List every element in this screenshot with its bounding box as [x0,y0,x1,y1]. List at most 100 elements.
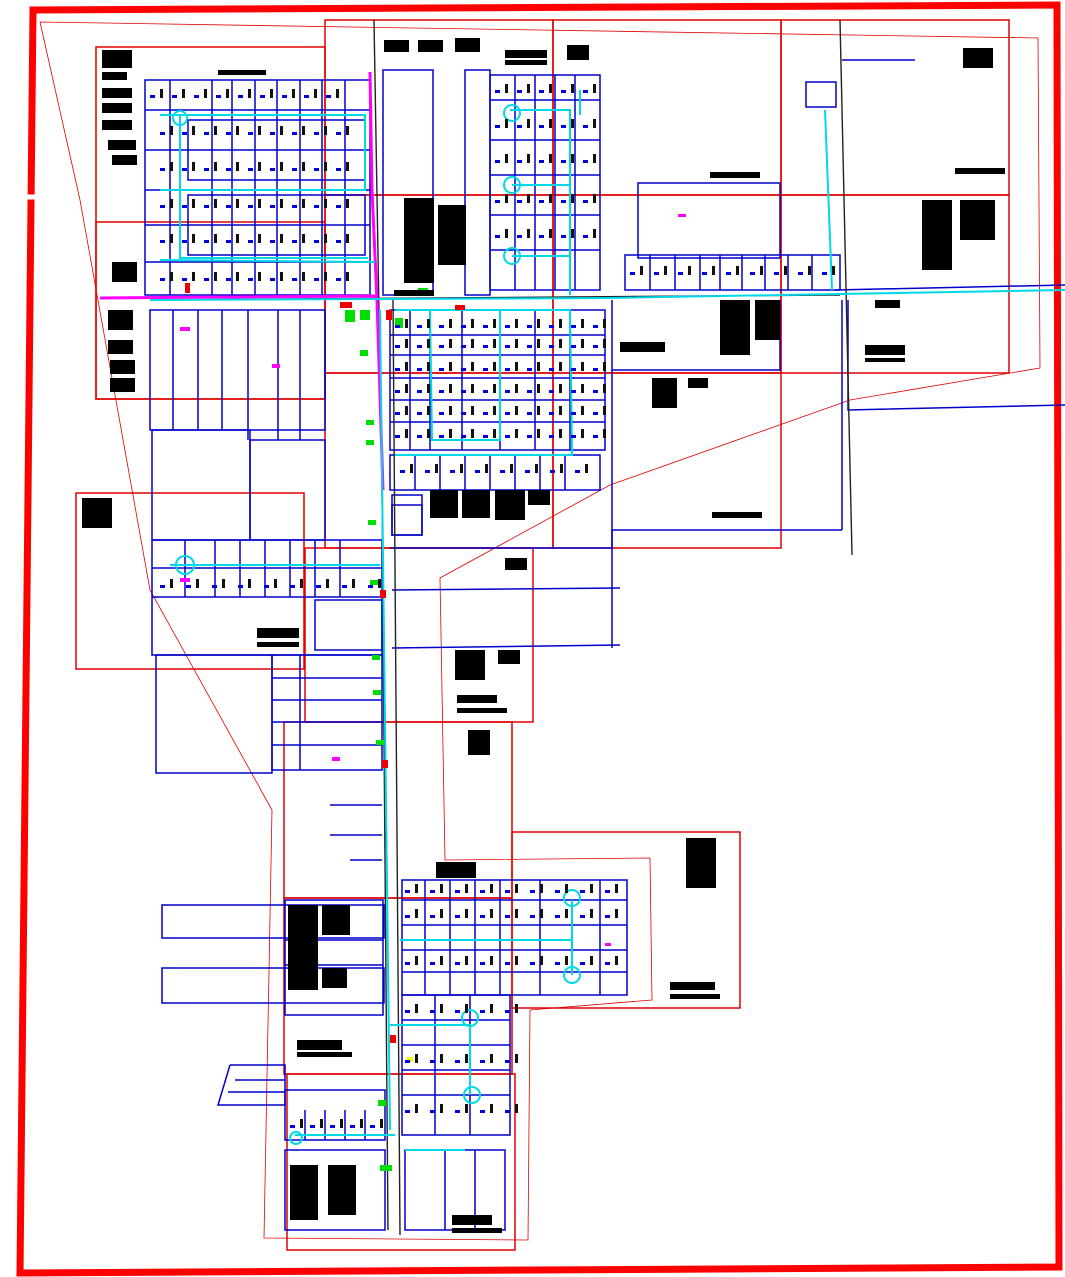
structure-symbol [490,1104,493,1113]
lot-tag [505,915,510,918]
structure-symbol [405,406,408,415]
lot-tag [290,1125,295,1128]
lot-tag [248,132,253,135]
highlight-label [678,214,686,217]
valve-marker [368,520,376,525]
structure-symbol [360,1119,363,1128]
lot-tag [605,915,610,918]
note-block [468,730,490,755]
structure-symbol [324,162,327,171]
lot-tag [455,1060,460,1063]
structure-symbol [324,126,327,135]
lot-tag [400,470,405,473]
structure-symbol [505,154,508,163]
lot-tag [480,915,485,918]
structure-symbol [535,464,538,473]
lot-tag [539,90,544,93]
outer-border-frame [16,1,1063,1277]
lot-tag [417,345,422,348]
lot-tag [480,1110,485,1113]
lot-tag [439,345,444,348]
structure-symbol [736,266,739,275]
lot-tag [539,160,544,163]
note-block [102,120,132,130]
lot-tag [405,890,410,893]
structure-symbol [405,384,408,393]
lot-tag [160,240,165,243]
parcel-edge [391,587,621,591]
lot-tag [527,325,532,328]
note-block [257,642,299,647]
structure-symbol [565,909,568,918]
structure-symbol [590,884,593,893]
lot-tag [483,368,488,371]
highlight-label [332,757,340,761]
structure-symbol [559,406,562,415]
lot-tag [439,412,444,415]
lot-tag [248,205,253,208]
structure-symbol [490,1054,493,1063]
lot-tag [605,962,610,965]
structure-symbol [505,119,508,128]
note-block [404,198,434,283]
lot-tag [549,412,554,415]
valve-marker [395,318,403,328]
highlight-label [605,943,611,946]
structure-symbol [170,199,173,208]
structure-symbol [581,339,584,348]
parcel-block [389,309,606,451]
lot-tag [549,345,554,348]
lot-tag [455,1110,460,1113]
structure-symbol [471,362,474,371]
lot-tag [336,278,341,281]
lot-tag [292,168,297,171]
lot-tag [172,95,177,98]
note-block [495,490,525,520]
highlight-label [180,578,190,582]
valve-marker [370,580,378,585]
structure-symbol [192,126,195,135]
structure-symbol [300,579,303,588]
lot-tag [455,890,460,893]
structure-symbol [415,1004,418,1013]
parcel-edge [216,1064,286,1106]
note-block [297,1040,342,1050]
lot-tag [405,1010,410,1013]
note-block [102,50,132,68]
lot-tag [527,345,532,348]
structure-symbol [236,126,239,135]
water-main [149,289,1065,301]
structure-symbol [571,194,574,203]
structure-symbol [258,234,261,243]
structure-symbol [465,956,468,965]
structure-symbol [440,884,443,893]
lot-tag [575,470,580,473]
parcel-block [391,504,423,536]
lot-tag [314,168,319,171]
lot-tag [461,435,466,438]
structure-symbol [537,362,540,371]
note-block [922,200,952,270]
lot-tag [182,278,187,281]
structure-symbol [170,272,173,281]
lot-tag [405,1110,410,1113]
structure-symbol [258,126,261,135]
lot-tag [248,278,253,281]
lot-tag [527,412,532,415]
parcel-block [805,81,837,108]
parcel-block [271,654,383,771]
note-block [452,1215,492,1225]
structure-symbol [540,884,543,893]
structure-symbol [214,234,217,243]
lot-tag [417,435,422,438]
structure-symbol [440,1104,443,1113]
lot-tag [549,390,554,393]
lot-tag [561,160,566,163]
structure-symbol [559,362,562,371]
lot-tag [248,168,253,171]
valve-marker [366,420,374,425]
highlight-line [368,71,385,491]
lot-tag [505,345,510,348]
lot-tag [583,90,588,93]
